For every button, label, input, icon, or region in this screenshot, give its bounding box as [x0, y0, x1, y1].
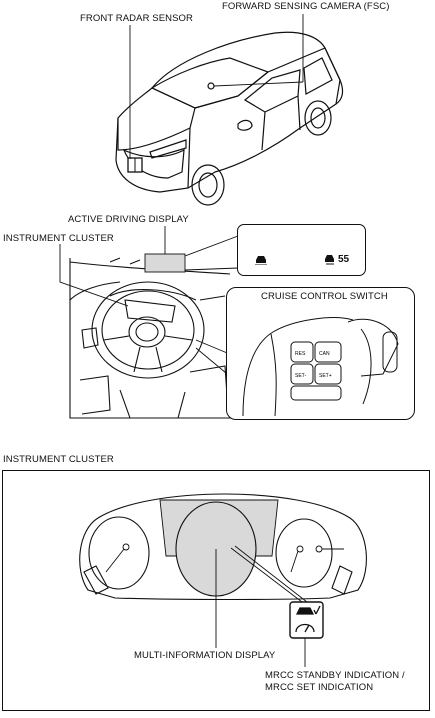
- forward-camera-label: FORWARD SENSING CAMERA (FSC): [222, 1, 390, 12]
- mrcc-icon: [295, 605, 321, 633]
- active-driving-display-label: ACTIVE DRIVING DISPLAY: [68, 214, 189, 225]
- front-radar-sensor-label: FRONT RADAR SENSOR: [80, 13, 193, 24]
- multi-information-display-label: MULTI-INFORMATION DISPLAY: [134, 650, 276, 661]
- cruise-control-switch-label: CRUISE CONTROL SWITCH: [261, 291, 388, 302]
- vehicle-ahead-icon: [255, 255, 267, 265]
- switch-res-label: RES: [295, 351, 306, 357]
- car-illustration: [115, 31, 344, 206]
- cruise-control-switch-illustration: CAN RES SET- SET+: [233, 304, 408, 416]
- switch-set-plus-label: SET+: [319, 373, 332, 379]
- cockpit-illustration: [69, 257, 250, 419]
- instrument-cluster-frame: [2, 470, 430, 711]
- mrcc-indication-label-line2: MRCC SET INDICATION: [265, 682, 374, 693]
- set-speed-icon: [324, 255, 336, 265]
- instrument-cluster-section-label: INSTRUMENT CLUSTER: [3, 454, 114, 465]
- set-speed-value: 55: [338, 254, 350, 265]
- switch-can-label: CAN: [319, 351, 330, 357]
- cruise-control-switch-panel: CRUISE CONTROL SWITCH CAN RES SET- SET+: [226, 287, 415, 420]
- mrcc-indication-label-line1: MRCC STANDBY INDICATION /: [265, 670, 405, 681]
- instrument-cluster-top-label: INSTRUMENT CLUSTER: [3, 233, 114, 244]
- switch-set-minus-label: SET-: [295, 373, 306, 379]
- active-driving-display-area: [144, 253, 186, 273]
- active-display-readout: 55: [237, 224, 366, 276]
- cluster-outline: [79, 493, 367, 601]
